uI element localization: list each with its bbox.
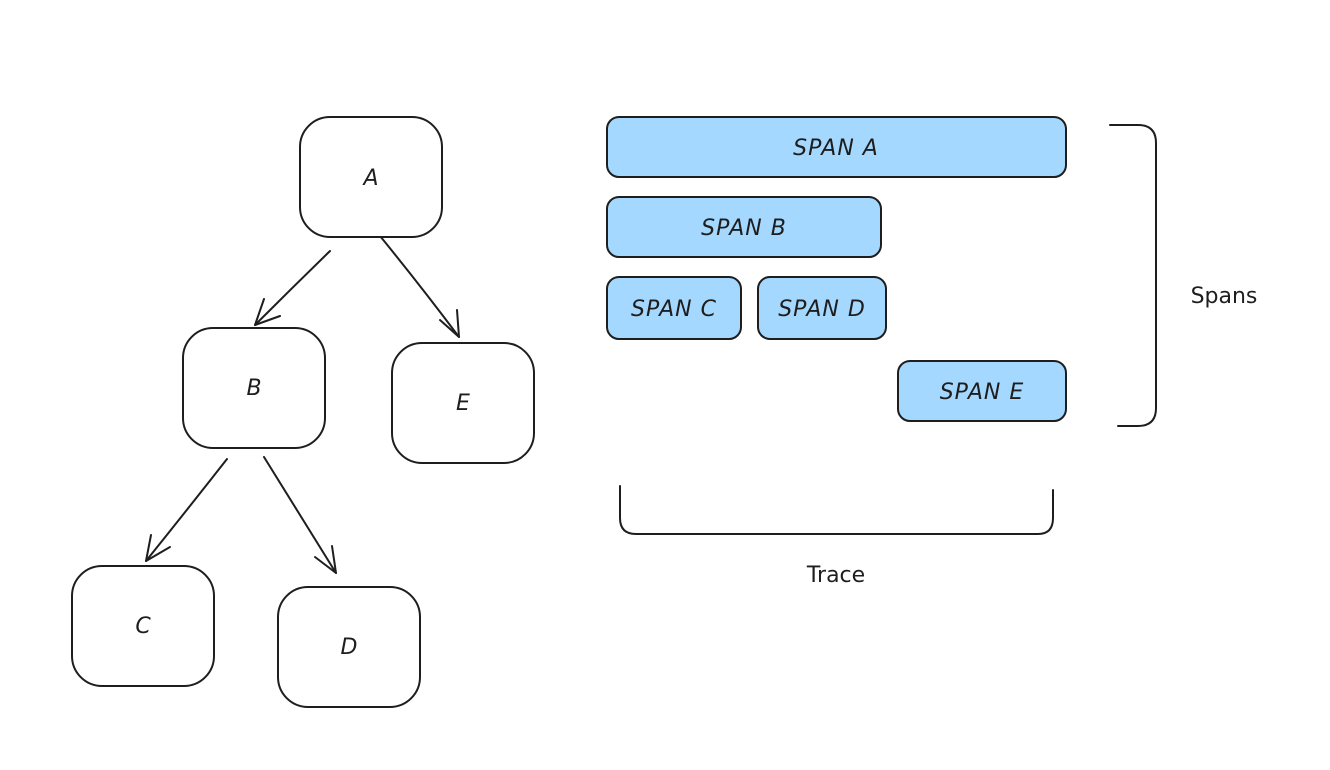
spans-caption: Spans bbox=[1191, 284, 1258, 309]
span-e: SPAN E bbox=[897, 360, 1067, 422]
span-b: SPAN B bbox=[606, 196, 882, 258]
trace-caption: Trace bbox=[806, 563, 865, 588]
spans-bracket bbox=[1109, 124, 1157, 427]
tree-node-b-label: B bbox=[246, 376, 261, 401]
trace-bracket bbox=[619, 485, 1054, 535]
span-a-label: SPAN A bbox=[793, 136, 879, 161]
tree-node-d-label: D bbox=[341, 635, 358, 660]
tree-node-e-label: E bbox=[456, 391, 470, 416]
tree-node-a-label: A bbox=[361, 166, 378, 191]
span-a: SPAN A bbox=[606, 116, 1067, 178]
span-c: SPAN C bbox=[606, 276, 742, 340]
tree-node-d: D bbox=[277, 586, 421, 708]
edge-b-to-c bbox=[145, 458, 228, 562]
span-e-label: SPAN E bbox=[940, 380, 1025, 405]
span-d-label: SPAN D bbox=[778, 297, 866, 322]
tree-node-c: C bbox=[71, 565, 215, 687]
edge-a-to-e bbox=[379, 235, 460, 338]
tree-node-c-label: C bbox=[135, 614, 151, 639]
span-b-label: SPAN B bbox=[701, 216, 787, 241]
edge-a-to-b bbox=[254, 250, 331, 326]
tree-node-a: A bbox=[299, 116, 443, 238]
edge-b-to-d bbox=[263, 456, 337, 574]
span-c-label: SPAN C bbox=[631, 297, 717, 322]
tree-edges bbox=[145, 235, 460, 574]
tree-node-e: E bbox=[391, 342, 535, 464]
tree-node-b: B bbox=[182, 327, 326, 449]
span-d: SPAN D bbox=[757, 276, 887, 340]
